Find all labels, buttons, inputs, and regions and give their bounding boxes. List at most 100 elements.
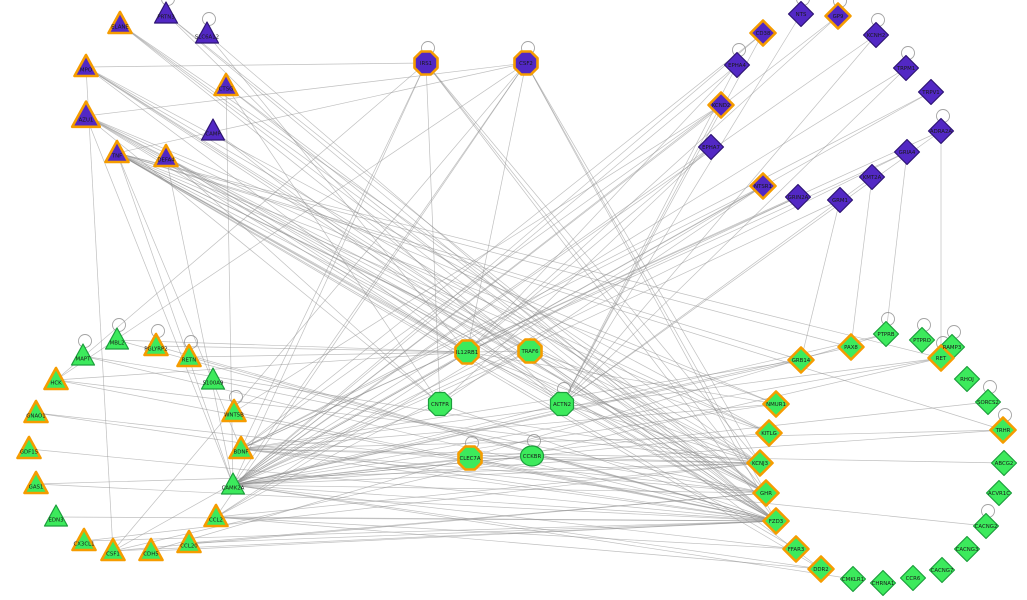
node-label: DEFA4 xyxy=(157,158,175,164)
node-CACNG2[interactable] xyxy=(972,512,1000,540)
edge xyxy=(466,146,712,353)
node-AZU1[interactable] xyxy=(70,100,102,129)
node-EPHA4[interactable] xyxy=(723,51,751,79)
edge xyxy=(240,448,761,464)
node-WNT5B[interactable] xyxy=(221,398,247,423)
edge xyxy=(240,185,764,450)
node-HCK[interactable] xyxy=(43,366,69,391)
edge xyxy=(240,357,942,450)
node-GP9[interactable] xyxy=(824,2,852,30)
node-label: S100A9 xyxy=(203,381,224,387)
node-PRTN3[interactable] xyxy=(153,1,179,24)
node-MBL2[interactable] xyxy=(104,327,130,350)
edge xyxy=(85,62,527,117)
node-GRIN2A[interactable] xyxy=(784,183,812,211)
node-PTPRO[interactable] xyxy=(908,326,936,354)
node-PTPRB[interactable] xyxy=(872,320,900,348)
edge xyxy=(116,152,531,352)
node-CMKLR1[interactable] xyxy=(839,565,867,593)
node-FFAR3[interactable] xyxy=(782,535,810,563)
node-KCNH2[interactable] xyxy=(862,21,890,49)
node-IL12RB1[interactable] xyxy=(454,339,480,365)
node-CD38[interactable] xyxy=(749,19,777,47)
node-CCR6[interactable] xyxy=(899,564,927,592)
node-KITLG[interactable] xyxy=(755,419,783,447)
edge xyxy=(232,357,942,486)
node-BDNF[interactable] xyxy=(228,435,254,460)
node-TRAF6[interactable] xyxy=(517,338,543,364)
node-DEFA4[interactable] xyxy=(153,143,179,168)
node-ACTN2[interactable] xyxy=(549,391,575,417)
node-DDR2[interactable] xyxy=(807,555,835,583)
node-label: ELANE xyxy=(111,25,129,31)
node-GNAO1[interactable] xyxy=(23,399,49,424)
node-label: EPHA4 xyxy=(728,63,746,69)
node-GRM1[interactable] xyxy=(826,186,854,214)
node-EDN3[interactable] xyxy=(43,504,69,527)
node-GDF15[interactable] xyxy=(16,435,42,460)
node-KCNJ3[interactable] xyxy=(746,449,774,477)
node-CCL2[interactable] xyxy=(203,503,229,528)
node-CNTFR[interactable] xyxy=(427,391,453,417)
node-label: CACNG3 xyxy=(956,547,979,553)
node-label: CCR6 xyxy=(906,576,921,582)
node-NTS[interactable] xyxy=(787,0,815,28)
node-GRIA4[interactable] xyxy=(893,138,921,166)
node-ACVR1C[interactable] xyxy=(985,479,1013,507)
edge xyxy=(466,351,777,405)
edge xyxy=(188,356,777,522)
node-TRPV1[interactable] xyxy=(917,78,945,106)
node-label: GRM1 xyxy=(832,198,848,204)
edge xyxy=(561,67,907,405)
node-S100A9[interactable] xyxy=(200,367,226,390)
node-KMT2A[interactable] xyxy=(858,163,886,191)
node-label: TRPM1 xyxy=(896,66,915,72)
node-SLC6A12[interactable] xyxy=(194,21,220,44)
node-ELANE[interactable] xyxy=(107,10,133,35)
node-CACNG3[interactable] xyxy=(953,535,981,563)
node-PGLYRP2[interactable] xyxy=(143,332,169,357)
node-EPHA7[interactable] xyxy=(697,133,725,161)
node-CSF1[interactable] xyxy=(100,537,126,562)
edge xyxy=(116,152,777,522)
node-MPO[interactable] xyxy=(73,53,99,78)
edge xyxy=(85,115,770,434)
node-KCND2[interactable] xyxy=(707,91,735,119)
node-CCKBR[interactable] xyxy=(519,445,545,467)
node-ADRA2A[interactable] xyxy=(927,117,955,145)
node-RHOJ[interactable] xyxy=(953,365,981,393)
node-GRB14[interactable] xyxy=(787,346,815,374)
node-label: NMUR1 xyxy=(766,402,786,408)
node-MAPT[interactable] xyxy=(70,343,96,366)
node-RET[interactable] xyxy=(927,344,955,372)
edge xyxy=(466,351,761,464)
node-GHR[interactable] xyxy=(752,479,780,507)
edge xyxy=(188,492,767,544)
node-IRS1[interactable] xyxy=(413,50,439,76)
node-label: PRTN3 xyxy=(157,15,174,21)
node-TRPM1[interactable] xyxy=(892,54,920,82)
node-SORCS2[interactable] xyxy=(974,388,1002,416)
node-CDH5[interactable] xyxy=(138,537,164,562)
node-CAMP[interactable] xyxy=(200,118,226,141)
node-PAX8[interactable] xyxy=(837,333,865,361)
node-CLEC7A[interactable] xyxy=(457,445,483,471)
edge xyxy=(466,351,767,494)
edge xyxy=(466,15,839,353)
node-RETN[interactable] xyxy=(176,343,202,368)
node-CX3CL1[interactable] xyxy=(71,527,97,552)
node-NMUR1[interactable] xyxy=(762,390,790,418)
node-TNF[interactable] xyxy=(104,139,130,164)
node-NTSR1[interactable] xyxy=(749,172,777,200)
node-FZD3[interactable] xyxy=(762,507,790,535)
node-TRHR[interactable] xyxy=(989,416,1017,444)
node-CCL20[interactable] xyxy=(176,529,202,554)
node-CSF2[interactable] xyxy=(513,50,539,76)
node-ABCG2[interactable] xyxy=(990,449,1018,477)
edge xyxy=(165,13,767,494)
node-CTSG[interactable] xyxy=(213,72,239,97)
node-GAS1[interactable] xyxy=(23,470,49,495)
node-CACNG7[interactable] xyxy=(928,556,956,584)
node-CHRNA1[interactable] xyxy=(869,569,897,597)
node-CAMK2A[interactable] xyxy=(220,472,246,495)
